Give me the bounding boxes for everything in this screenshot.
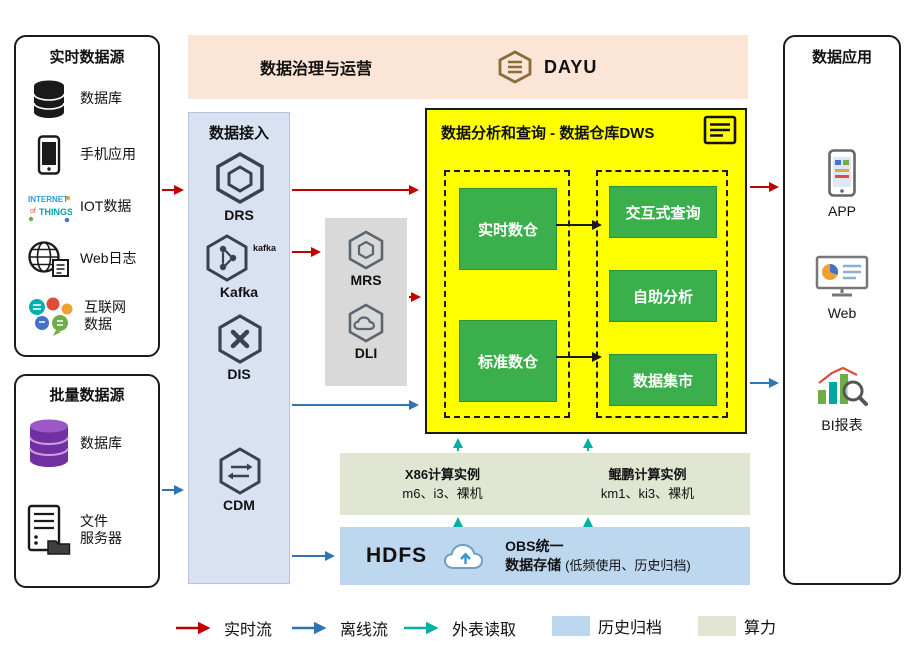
dws-panel: 数据分析和查询 - 数据仓库DWS 实时数仓 标准数仓 交互式查询 自助分析 数… bbox=[425, 108, 747, 434]
document-list-icon bbox=[703, 115, 737, 145]
compute-x86-subtitle: m6、i3、裸机 bbox=[402, 486, 483, 501]
kafka-hexagon-icon bbox=[203, 234, 251, 282]
module-self-service-analysis: 自助分析 bbox=[609, 270, 717, 322]
svg-text:of: of bbox=[30, 208, 36, 215]
source-item-batch-database: 数据库 bbox=[26, 412, 154, 476]
source-item-label: Web日志 bbox=[80, 250, 137, 267]
compute-kunpeng: 鲲鹏计算实例 km1、ki3、裸机 bbox=[545, 465, 750, 504]
ingestion-item-label: DRS bbox=[224, 207, 254, 223]
compute-bar: X86计算实例 m6、i3、裸机 鲲鹏计算实例 km1、ki3、裸机 bbox=[340, 453, 750, 515]
ingestion-column: 数据接入 DRS kafka Kafka DIS bbox=[188, 112, 290, 584]
mrs-hexagon-icon bbox=[346, 230, 386, 270]
file-server-icon bbox=[26, 504, 72, 556]
app-phone-icon bbox=[827, 149, 857, 197]
compute-kunpeng-title: 鲲鹏计算实例 bbox=[608, 466, 687, 482]
dis-hexagon-icon bbox=[215, 314, 265, 364]
middleware-box: MRS DLI bbox=[325, 218, 407, 386]
phone-icon bbox=[26, 135, 72, 175]
bi-report-icon bbox=[815, 363, 869, 409]
source-item-file-server: 文件 服务器 bbox=[26, 492, 154, 568]
compute-x86-title: X86计算实例 bbox=[404, 466, 481, 482]
realtime-flow-arrow-icon bbox=[176, 621, 211, 635]
source-item-label: 数据库 bbox=[80, 90, 122, 107]
compute-kunpeng-subtitle: km1、ki3、裸机 bbox=[600, 486, 695, 501]
batch-sources-panel: 批量数据源 数据库 文件 服务器 bbox=[14, 374, 160, 588]
legend-label: 离线流 bbox=[340, 622, 389, 639]
dayu-logo-icon bbox=[492, 50, 538, 84]
governance-bar: 数据治理与运营 DAYU bbox=[188, 35, 748, 99]
web-log-icon bbox=[26, 240, 72, 278]
module-data-mart: 数据集市 bbox=[609, 354, 717, 406]
applications-title: 数据应用 bbox=[811, 49, 872, 66]
source-item-label: IOT数据 bbox=[80, 198, 132, 215]
governance-title: 数据治理与运营 bbox=[260, 61, 373, 78]
module-standard-warehouse: 标准数仓 bbox=[459, 320, 557, 402]
legend-external-read: 外表读取 bbox=[402, 616, 516, 640]
app-item-web: Web bbox=[785, 255, 899, 321]
svg-text:INTERNET: INTERNET bbox=[28, 195, 68, 204]
app-item-bi: BI报表 bbox=[785, 363, 899, 435]
middleware-item-label: DLI bbox=[354, 345, 378, 361]
history-archive-swatch bbox=[552, 616, 590, 636]
legend-history-archive: 历史归档 bbox=[552, 614, 662, 638]
source-item-internet-data: 互联网 数据 bbox=[26, 287, 154, 345]
legend-label: 历史归档 bbox=[598, 620, 663, 637]
obs-storage-text: OBS统一 数据存储 (低频使用、历史归档) bbox=[505, 537, 691, 574]
ingestion-item-label: Kafka bbox=[219, 284, 259, 300]
realtime-sources-panel: 实时数据源 数据库 手机应用 bbox=[14, 35, 160, 357]
source-item-web-log: Web日志 bbox=[26, 233, 154, 285]
kafka-wordmark: kafka bbox=[253, 243, 277, 253]
legend-compute-power: 算力 bbox=[698, 614, 776, 638]
legend-label: 算力 bbox=[744, 620, 777, 637]
source-item-mobile-app: 手机应用 bbox=[26, 129, 154, 181]
database-icon bbox=[26, 79, 72, 119]
obs-line1: OBS统一 bbox=[505, 538, 564, 555]
dws-service-group: 交互式查询 自助分析 数据集市 bbox=[596, 170, 728, 418]
dws-title: 数据分析和查询 - 数据仓库DWS bbox=[441, 125, 655, 142]
applications-panel: 数据应用 APP bbox=[783, 35, 901, 585]
batch-sources-title: 批量数据源 bbox=[49, 387, 125, 404]
source-item-label: 手机应用 bbox=[80, 146, 136, 163]
obs-line2: 数据存储 bbox=[505, 556, 562, 573]
ingestion-title: 数据接入 bbox=[208, 125, 269, 142]
external-read-arrow-icon bbox=[404, 621, 439, 635]
drs-hexagon-icon bbox=[213, 151, 267, 205]
internet-data-icon bbox=[26, 296, 76, 336]
dws-warehouse-group: 实时数仓 标准数仓 bbox=[444, 170, 570, 418]
legend-offline-flow: 离线流 bbox=[290, 616, 388, 640]
offline-flow-arrow-icon bbox=[292, 621, 327, 635]
dli-hexagon-icon bbox=[346, 303, 386, 343]
svg-text:THINGS: THINGS bbox=[39, 207, 72, 217]
source-item-iot: INTERNET of THINGS IOT数据 bbox=[26, 183, 154, 231]
database-purple-icon bbox=[26, 417, 72, 471]
module-realtime-warehouse: 实时数仓 bbox=[459, 188, 557, 270]
module-interactive-query: 交互式查询 bbox=[609, 186, 717, 238]
web-monitor-icon bbox=[815, 255, 869, 299]
ingestion-item-label: DIS bbox=[227, 366, 251, 382]
obs-cloud-icon bbox=[443, 540, 489, 572]
source-item-label: 文件 服务器 bbox=[80, 512, 122, 547]
app-item-app: APP bbox=[785, 149, 899, 219]
app-item-label: BI报表 bbox=[821, 417, 863, 433]
iot-icon: INTERNET of THINGS bbox=[26, 190, 72, 224]
source-item-label: 互联网 数据 bbox=[84, 298, 126, 333]
cdm-hexagon-icon bbox=[216, 447, 264, 495]
legend-realtime-flow: 实时流 bbox=[174, 616, 272, 640]
storage-bar: HDFS OBS统一 数据存储 (低频使用、历史归档) bbox=[340, 527, 750, 585]
app-item-label: Web bbox=[827, 305, 857, 321]
middleware-item-label: MRS bbox=[350, 272, 382, 288]
hdfs-label: HDFS bbox=[366, 544, 428, 567]
source-item-label: 数据库 bbox=[80, 435, 122, 452]
obs-note: (低频使用、历史归档) bbox=[565, 557, 691, 573]
app-item-label: APP bbox=[827, 203, 856, 219]
compute-x86: X86计算实例 m6、i3、裸机 bbox=[340, 465, 545, 504]
legend-label: 实时流 bbox=[224, 622, 273, 639]
ingestion-item-label: CDM bbox=[223, 497, 255, 513]
legend-label: 外表读取 bbox=[452, 622, 517, 639]
realtime-sources-title: 实时数据源 bbox=[49, 49, 125, 66]
source-item-database: 数据库 bbox=[26, 73, 154, 125]
compute-power-swatch bbox=[698, 616, 736, 636]
dayu-logo-text: DAYU bbox=[544, 56, 598, 77]
